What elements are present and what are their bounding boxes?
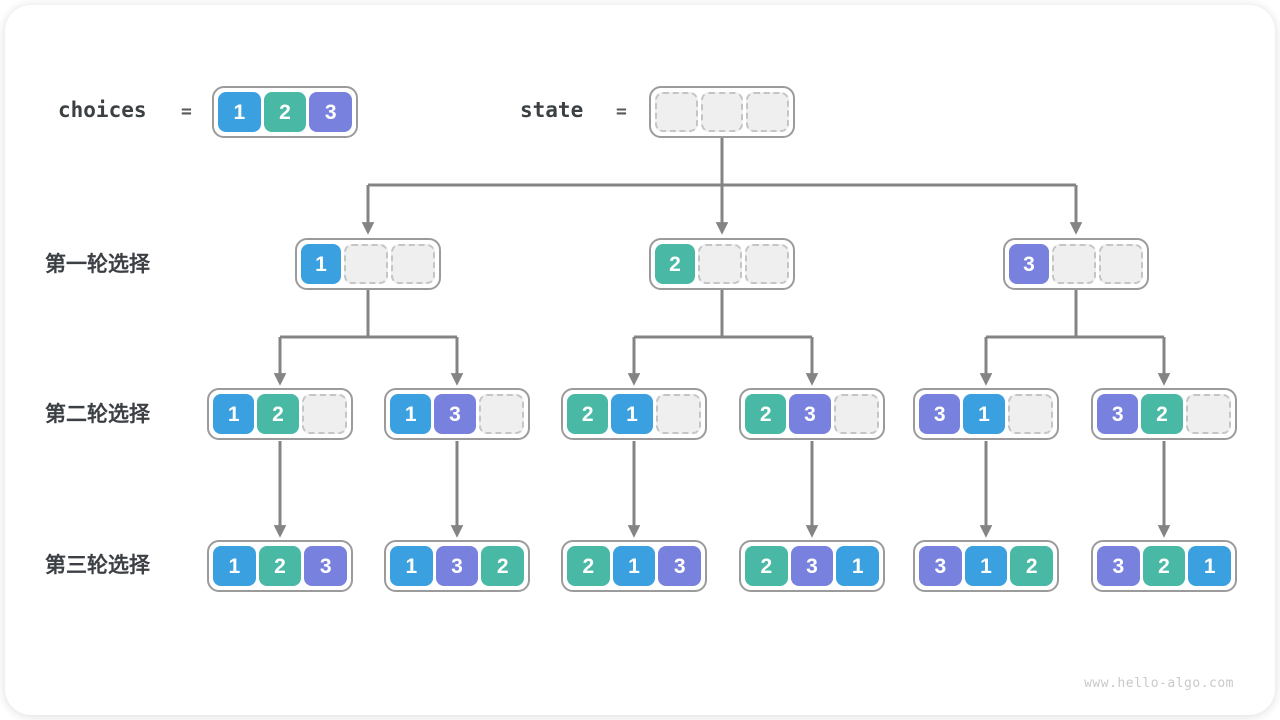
state-array-node <box>649 86 795 138</box>
array-cell-value-2: 2 <box>1010 546 1054 586</box>
array-cell-value-2: 2 <box>263 92 307 132</box>
array-cell-empty <box>833 394 879 434</box>
array-cell-empty <box>746 92 790 132</box>
tree-node-level1: 2 <box>649 238 795 290</box>
tree-node-level1: 1 <box>295 238 441 290</box>
array-cell-empty <box>698 244 742 284</box>
array-cell-value-2: 2 <box>567 546 610 586</box>
choices-variable-label: choices <box>58 98 147 122</box>
array-cell-value-1: 1 <box>836 546 880 586</box>
array-cell-value-2: 2 <box>745 546 788 586</box>
row-label-round-3: 第三轮选择 <box>45 554 150 577</box>
array-cell-empty <box>655 92 698 132</box>
array-cell-value-2: 2 <box>1142 546 1186 586</box>
array-cell-value-2: 2 <box>1141 394 1183 434</box>
array-cell-empty <box>1099 244 1143 284</box>
array-cell-value-3: 3 <box>789 394 831 434</box>
array-cell-empty <box>478 394 524 434</box>
array-cell-value-3: 3 <box>1009 244 1049 284</box>
array-cell-empty <box>1007 394 1053 434</box>
array-cell-value-1: 1 <box>301 244 341 284</box>
array-cell-value-2: 2 <box>481 546 525 586</box>
array-cell-value-1: 1 <box>612 546 656 586</box>
array-cell-value-2: 2 <box>745 394 787 434</box>
row-label-round-1: 第一轮选择 <box>45 253 150 276</box>
array-cell-empty <box>655 394 701 434</box>
array-cell-value-2: 2 <box>567 394 609 434</box>
array-cell-value-3: 3 <box>790 546 834 586</box>
tree-node-level1: 3 <box>1003 238 1149 290</box>
array-cell-value-2: 2 <box>257 394 299 434</box>
array-cell-value-3: 3 <box>309 92 353 132</box>
array-cell-value-1: 1 <box>390 546 433 586</box>
website-watermark: www.hello-algo.com <box>1084 676 1234 691</box>
array-cell-empty <box>745 244 789 284</box>
array-cell-value-1: 1 <box>218 92 261 132</box>
array-cell-value-1: 1 <box>611 394 653 434</box>
array-cell-value-2: 2 <box>258 546 302 586</box>
array-cell-value-3: 3 <box>1097 394 1139 434</box>
array-cell-empty <box>1185 394 1231 434</box>
array-cell-value-2: 2 <box>655 244 695 284</box>
array-cell-value-3: 3 <box>658 546 702 586</box>
array-cell-value-1: 1 <box>1188 546 1232 586</box>
array-cell-value-3: 3 <box>304 546 348 586</box>
state-variable-label: state <box>520 98 584 122</box>
array-cell-value-3: 3 <box>1097 546 1140 586</box>
array-cell-empty <box>700 92 744 132</box>
choices-equals-sign: = <box>181 101 192 122</box>
array-cell-value-3: 3 <box>435 546 479 586</box>
array-cell-value-3: 3 <box>434 394 476 434</box>
array-cell-empty <box>301 394 347 434</box>
card-background <box>5 5 1275 715</box>
array-cell-empty <box>391 244 435 284</box>
array-cell-value-1: 1 <box>390 394 432 434</box>
array-cell-value-1: 1 <box>964 546 1008 586</box>
row-label-round-2: 第二轮选择 <box>45 403 150 426</box>
state-equals-sign: = <box>616 101 627 122</box>
array-cell-value-1: 1 <box>963 394 1005 434</box>
array-cell-empty <box>344 244 388 284</box>
array-cell-value-3: 3 <box>919 394 961 434</box>
array-cell-empty <box>1052 244 1096 284</box>
array-cell-value-1: 1 <box>213 546 256 586</box>
array-cell-value-3: 3 <box>919 546 962 586</box>
array-cell-value-1: 1 <box>213 394 255 434</box>
